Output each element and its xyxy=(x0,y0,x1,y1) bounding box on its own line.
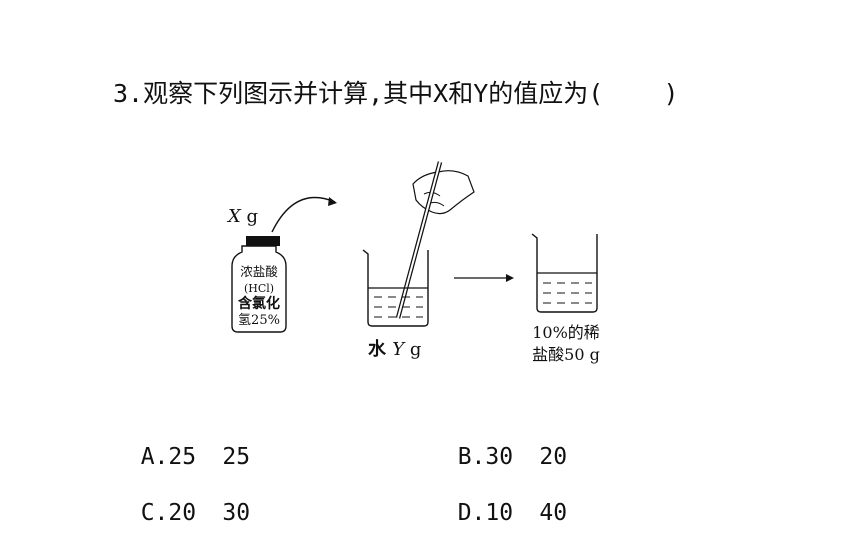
result-label-line1: 10%的稀 xyxy=(532,323,600,342)
dilution-diagram: X g 浓盐酸 (HCl) 含氯化 氢25% xyxy=(226,161,600,364)
bottle-label-line4: 氢25% xyxy=(238,313,280,328)
diluted-acid-beaker-icon xyxy=(531,233,598,313)
bottle-label-line1: 浓盐酸 xyxy=(240,264,278,279)
pour-arrowhead-icon xyxy=(328,197,337,206)
option-b-letter: B. xyxy=(457,444,486,470)
bottle-label-line2: (HCl) xyxy=(244,282,274,295)
water-beaker-icon xyxy=(362,249,429,327)
option-a-letter: A. xyxy=(140,444,169,470)
hcl-bottle-icon xyxy=(231,236,287,333)
option-b-x-value: 30 xyxy=(485,444,514,470)
option-d-letter: D. xyxy=(457,500,486,526)
option-d-y-value: 40 xyxy=(539,500,568,526)
option-b[interactable]: B.30 20 xyxy=(430,418,567,470)
bottle-label-line3: 含氯化 xyxy=(238,295,280,312)
option-d[interactable]: D.10 40 xyxy=(430,474,567,526)
x-grams-label: X g xyxy=(226,206,258,227)
question-text: 3.观察下列图示并计算,其中X和Y的值应为( ) xyxy=(113,79,679,108)
result-label-line2: 盐酸50 g xyxy=(532,345,600,364)
option-c[interactable]: C.20 30 xyxy=(113,474,250,526)
dilution-figure: X g 浓盐酸 (HCl) 含氯化 氢25% xyxy=(210,150,630,380)
option-c-letter: C. xyxy=(140,500,169,526)
pour-arrow-icon xyxy=(271,196,336,233)
option-c-x-value: 20 xyxy=(168,500,197,526)
hand-stirring-icon xyxy=(412,170,475,215)
option-b-y-value: 20 xyxy=(539,444,568,470)
option-c-y-value: 30 xyxy=(222,500,251,526)
option-a-y-value: 25 xyxy=(222,444,251,470)
water-label: 水 Y g xyxy=(368,338,421,360)
option-a-x-value: 25 xyxy=(168,444,197,470)
option-d-x-value: 10 xyxy=(485,500,514,526)
